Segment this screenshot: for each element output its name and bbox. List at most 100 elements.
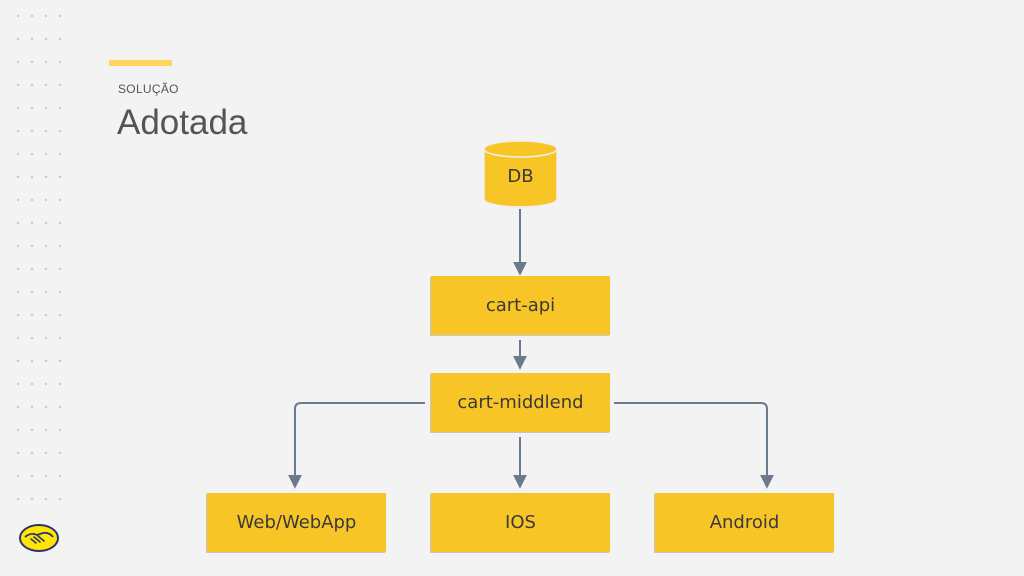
grid-dot <box>58 129 62 133</box>
grid-dot <box>58 336 62 340</box>
grid-dot <box>30 221 34 225</box>
grid-dot <box>16 359 20 363</box>
grid-dot <box>30 290 34 294</box>
handshake-logo-icon <box>19 524 59 552</box>
grid-dot <box>16 14 20 18</box>
grid-dot <box>30 244 34 248</box>
grid-dot <box>30 60 34 64</box>
grid-dot <box>16 106 20 110</box>
grid-dot <box>30 428 34 432</box>
grid-dot <box>58 382 62 386</box>
grid-dot <box>30 106 34 110</box>
grid-dot <box>16 474 20 478</box>
grid-dot <box>44 336 48 340</box>
grid-dot <box>58 175 62 179</box>
grid-dot <box>44 382 48 386</box>
grid-dot <box>58 60 62 64</box>
grid-dot <box>16 175 20 179</box>
grid-dot <box>58 313 62 317</box>
grid-dot <box>30 474 34 478</box>
grid-dot <box>58 83 62 87</box>
grid-dot <box>44 474 48 478</box>
grid-dot <box>30 336 34 340</box>
grid-dot <box>16 451 20 455</box>
node-cart-middlend: cart-middlend <box>431 373 610 432</box>
node-cart-api: cart-api <box>431 276 610 335</box>
grid-dot <box>58 451 62 455</box>
grid-dot <box>44 83 48 87</box>
grid-dot <box>16 37 20 41</box>
database-cylinder <box>483 140 558 208</box>
grid-dot <box>44 198 48 202</box>
grid-dot <box>44 106 48 110</box>
grid-dot <box>44 244 48 248</box>
grid-dot <box>30 198 34 202</box>
dot-grid-decoration <box>16 14 62 501</box>
grid-dot <box>44 14 48 18</box>
grid-dot <box>16 336 20 340</box>
grid-dot <box>16 152 20 156</box>
grid-dot <box>30 405 34 409</box>
grid-dot <box>16 290 20 294</box>
grid-dot <box>16 497 20 501</box>
grid-dot <box>44 451 48 455</box>
grid-dot <box>30 14 34 18</box>
grid-dot <box>30 83 34 87</box>
grid-dot <box>44 152 48 156</box>
grid-dot <box>30 359 34 363</box>
grid-dot <box>16 382 20 386</box>
grid-dot <box>44 428 48 432</box>
grid-dot <box>30 451 34 455</box>
page-title: Adotada <box>117 103 248 142</box>
grid-dot <box>30 37 34 41</box>
grid-dot <box>16 60 20 64</box>
grid-dot <box>16 267 20 271</box>
grid-dot <box>30 152 34 156</box>
grid-dot <box>58 359 62 363</box>
connector-middlend-android <box>614 402 774 489</box>
grid-dot <box>44 405 48 409</box>
node-db-label: DB <box>507 166 534 187</box>
grid-dot <box>58 221 62 225</box>
grid-dot <box>16 313 20 317</box>
grid-dot <box>44 221 48 225</box>
grid-dot <box>16 83 20 87</box>
grid-dot <box>16 405 20 409</box>
grid-dot <box>44 175 48 179</box>
node-web-webapp: Web/WebApp <box>207 493 386 552</box>
grid-dot <box>44 37 48 41</box>
grid-dot <box>16 244 20 248</box>
grid-dot <box>44 60 48 64</box>
grid-dot <box>44 129 48 133</box>
grid-dot <box>58 14 62 18</box>
grid-dot <box>58 405 62 409</box>
grid-dot <box>58 267 62 271</box>
grid-dot <box>58 198 62 202</box>
grid-dot <box>58 428 62 432</box>
grid-dot <box>30 175 34 179</box>
grid-dot <box>58 244 62 248</box>
grid-dot <box>30 497 34 501</box>
accent-bar <box>109 60 172 66</box>
grid-dot <box>58 497 62 501</box>
grid-dot <box>44 290 48 294</box>
grid-dot <box>16 129 20 133</box>
grid-dot <box>58 106 62 110</box>
grid-dot <box>30 382 34 386</box>
grid-dot <box>30 267 34 271</box>
node-android: Android <box>655 493 834 552</box>
grid-dot <box>44 359 48 363</box>
section-kicker: SOLUÇÃO <box>118 82 179 96</box>
grid-dot <box>16 428 20 432</box>
grid-dot <box>58 152 62 156</box>
grid-dot <box>30 313 34 317</box>
grid-dot <box>30 129 34 133</box>
connector-middlend-web <box>288 402 425 489</box>
grid-dot <box>58 290 62 294</box>
grid-dot <box>16 198 20 202</box>
grid-dot <box>44 497 48 501</box>
grid-dot <box>16 221 20 225</box>
grid-dot <box>44 313 48 317</box>
node-ios: IOS <box>431 493 610 552</box>
